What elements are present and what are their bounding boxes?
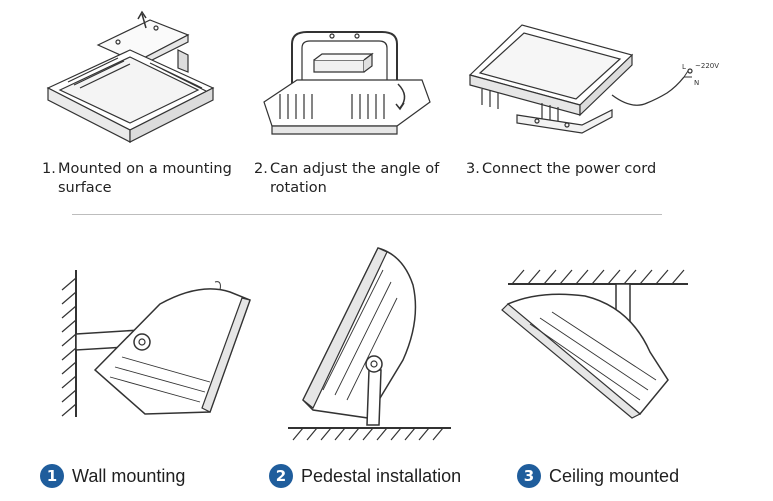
install-label-text: Pedestal installation xyxy=(301,465,462,486)
step-line1: Connect the power cord xyxy=(482,161,657,177)
step-caption-3: 3.Connect the power cord xyxy=(466,160,656,179)
neutral-label: N xyxy=(694,79,699,87)
number-badge: 2 xyxy=(269,464,293,488)
figure-mounting-surface xyxy=(38,10,228,150)
step-number: 2. xyxy=(254,161,268,177)
number-badge: 1 xyxy=(40,464,64,488)
install-label-ceiling: 3 Ceiling mounted xyxy=(517,462,679,490)
step-line1: Can adjust the angle of xyxy=(270,161,440,177)
figure-pedestal-installation xyxy=(283,240,458,445)
section-divider xyxy=(72,214,662,215)
step-number: 1. xyxy=(42,161,56,177)
figure-power-cord: L N ~220V xyxy=(462,15,732,145)
figure-adjust-angle xyxy=(252,14,442,149)
install-label-text: Ceiling mounted xyxy=(549,465,680,486)
step-line2: rotation xyxy=(270,180,327,196)
step-line2: surface xyxy=(58,180,112,196)
install-label-text: Wall mounting xyxy=(72,465,186,486)
install-label-pedestal: 2 Pedestal installation xyxy=(269,462,461,490)
step-caption-1: 1.Mounted on a mounting surface xyxy=(42,160,232,198)
voltage-label: ~220V xyxy=(695,62,719,70)
step-number: 3. xyxy=(466,161,480,177)
live-label: L xyxy=(682,63,686,71)
install-label-wall: 1 Wall mounting xyxy=(40,462,185,490)
figure-wall-mounting xyxy=(50,262,260,422)
step-caption-2: 2.Can adjust the angle of rotation xyxy=(254,160,439,198)
number-badge: 3 xyxy=(517,464,541,488)
figure-ceiling-mounted xyxy=(500,262,700,422)
step-line1: Mounted on a mounting xyxy=(58,161,232,177)
